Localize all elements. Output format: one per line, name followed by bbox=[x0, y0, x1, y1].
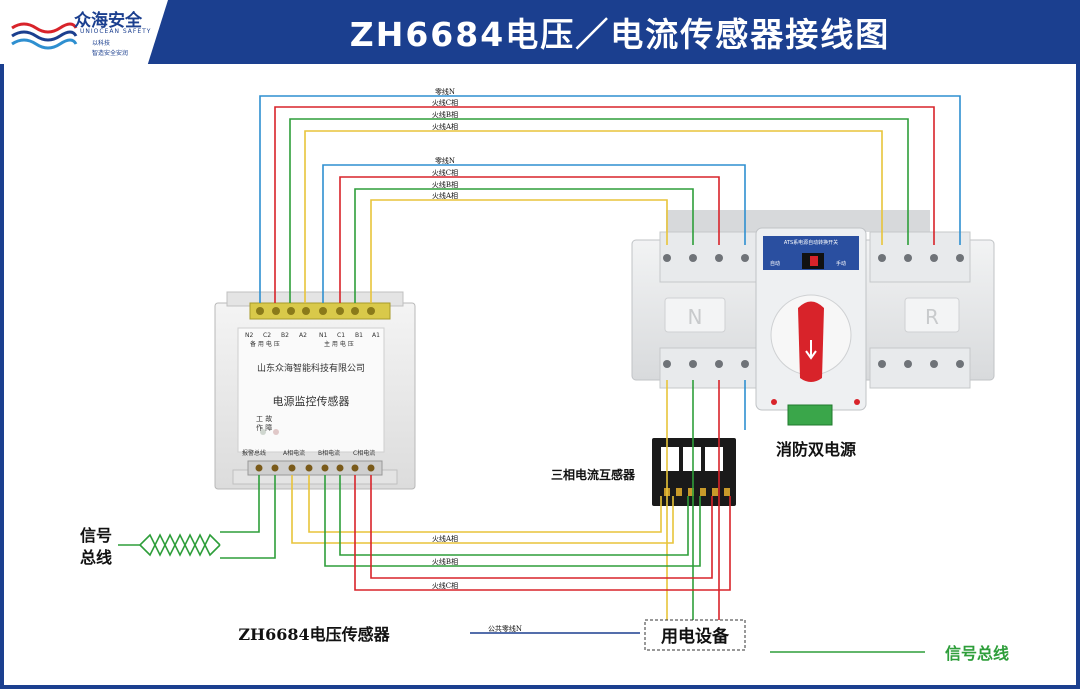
upper-b-label: 火线B相 bbox=[432, 110, 458, 119]
term-b2: B2 bbox=[281, 332, 289, 339]
source-wires-lower bbox=[322, 164, 746, 303]
ats-name-label: 消防双电源 bbox=[776, 440, 856, 459]
upper-a-label: 火线A相 bbox=[432, 122, 458, 131]
logo-english: UNIOCEAN SAFETY bbox=[80, 28, 152, 35]
term-c2: C2 bbox=[263, 332, 271, 339]
ct-feedback-wires bbox=[291, 475, 731, 591]
ats-auto-label: 自动 bbox=[770, 260, 780, 267]
wire-label-group: 零线N 火线C相 火线B相 火线A相 零线N 火线C相 火线B相 火线A相 火线… bbox=[432, 87, 522, 633]
ats-switch-device bbox=[631, 210, 995, 426]
lower-b-label: 火线B相 bbox=[432, 180, 458, 189]
ct-c-label: 火线C相 bbox=[432, 581, 458, 590]
sensor-status-line1: 工 故 bbox=[256, 414, 272, 423]
term-n1: N1 bbox=[319, 332, 327, 339]
current-transformer-device bbox=[652, 438, 736, 506]
ats-letter-r: R bbox=[925, 305, 939, 329]
bottom-label-b: B相电流 bbox=[318, 449, 340, 457]
logo-tagline-2: 智造安全安润 bbox=[92, 50, 129, 57]
logo-tagline-1: 以科技 bbox=[92, 40, 111, 47]
group-backup-voltage: 备 用 电 压 bbox=[250, 340, 280, 348]
sensor-title: 电源监控传感器 bbox=[273, 394, 350, 408]
lower-c-label: 火线C相 bbox=[432, 168, 458, 177]
sensor-company: 山东众海智能科技有限公司 bbox=[257, 362, 365, 374]
ats-panel-label: ATS系电源自动转换开关 bbox=[784, 239, 838, 246]
upper-c-label: 火线C相 bbox=[432, 98, 458, 107]
term-n2: N2 bbox=[245, 332, 253, 339]
page-title: ZH6684电压／电流传感器接线图 bbox=[349, 15, 891, 54]
header-bar bbox=[0, 0, 1080, 64]
signal-bus-wires bbox=[118, 475, 276, 559]
term-b1: B1 bbox=[355, 332, 363, 339]
load-wires bbox=[666, 380, 746, 620]
lower-a-label: 火线A相 bbox=[432, 191, 458, 200]
signal-label-bottom: 总线 bbox=[80, 548, 112, 567]
bottom-label-a: A相电流 bbox=[283, 449, 305, 457]
legend-label: 信号总线 bbox=[945, 644, 1009, 663]
logo-wave-icon bbox=[11, 22, 78, 50]
ats-letter-n: N bbox=[688, 305, 703, 329]
lower-n-label: 零线N bbox=[435, 156, 455, 165]
logo: 众海安全 UNIOCEAN SAFETY 以科技 智造安全安润 bbox=[0, 0, 168, 64]
ct-name-label: 三相电流互感器 bbox=[551, 467, 636, 482]
sensor-status-line2: 作 障 bbox=[256, 423, 272, 432]
ct-a-label: 火线A相 bbox=[432, 534, 458, 543]
bottom-label-alarm: 报警总线 bbox=[242, 449, 266, 457]
group-main-voltage: 主 用 电 压 bbox=[324, 340, 354, 348]
signal-label-top: 信号 bbox=[80, 526, 112, 545]
term-c1: C1 bbox=[337, 332, 345, 339]
ct-b-label: 火线B相 bbox=[432, 557, 458, 566]
sensor-name-label: ZH6684电压传感器 bbox=[238, 625, 390, 644]
upper-n-label: 零线N bbox=[435, 87, 455, 96]
voltage-sensor-device bbox=[214, 291, 416, 490]
source-wires-upper bbox=[259, 95, 961, 303]
term-a1: A1 bbox=[372, 332, 380, 339]
load-label: 用电设备 bbox=[661, 626, 730, 647]
common-n-label: 公共零线N bbox=[488, 624, 522, 633]
ats-manual-label: 手动 bbox=[836, 260, 846, 267]
bottom-label-c: C相电流 bbox=[353, 449, 375, 457]
load-box bbox=[644, 619, 746, 651]
sensor-top-terminal-labels: N2 C2 B2 A2 N1 C1 B1 A1 备 用 电 压 主 用 电 压 … bbox=[242, 332, 380, 457]
term-a2: A2 bbox=[299, 332, 307, 339]
logo-name: 众海安全 bbox=[74, 11, 142, 31]
